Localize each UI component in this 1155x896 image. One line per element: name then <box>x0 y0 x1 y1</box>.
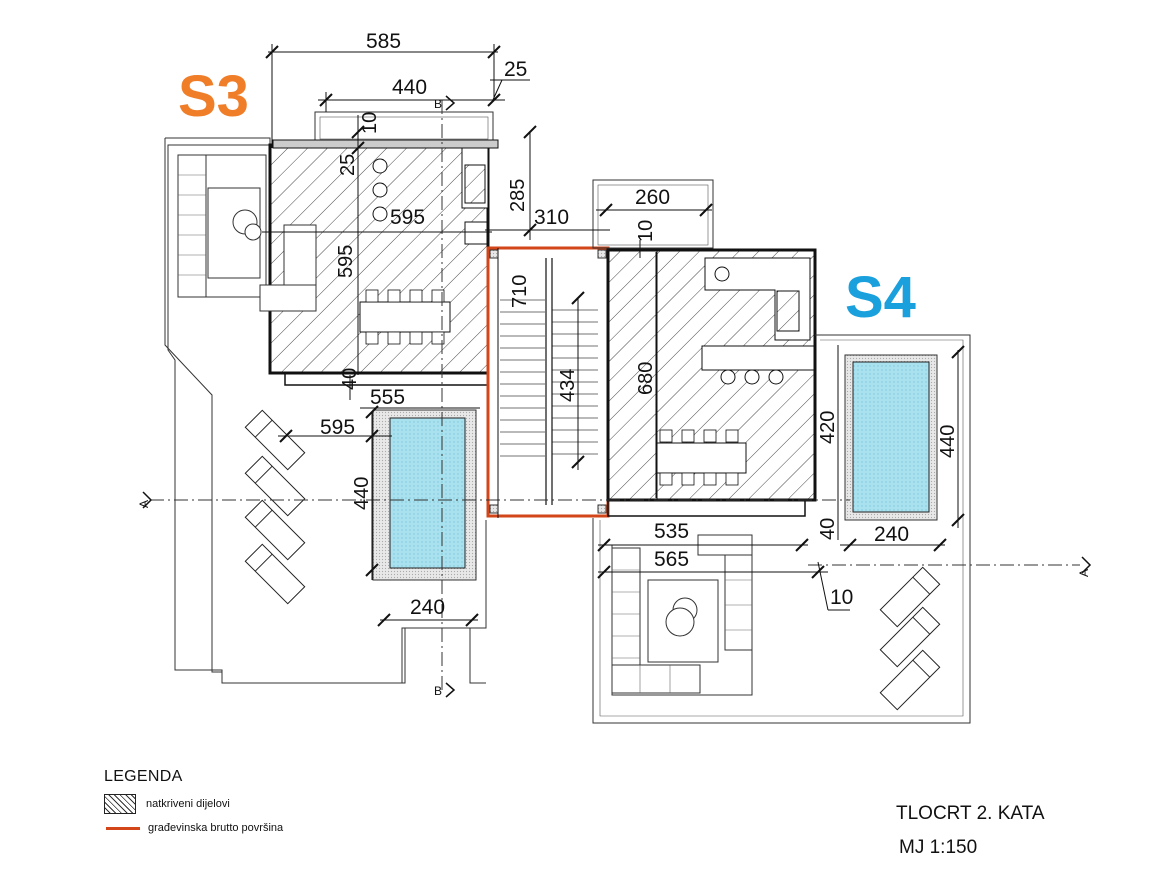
s3-top-balcony <box>314 111 494 141</box>
dim-555: 555 <box>370 386 405 409</box>
hatch-swatch-icon <box>104 794 136 814</box>
dim-440-pool-s4: 440 <box>937 425 959 458</box>
title-block: TLOCRT 2. KATA MJ 1:150 <box>896 803 1045 859</box>
dim-40-right: 40 <box>817 518 839 540</box>
dim-535: 535 <box>654 520 689 543</box>
dim-440-top: 440 <box>392 76 427 99</box>
section-b-bottom-label: B <box>434 684 442 698</box>
dim-10-mid: 10 <box>635 220 657 242</box>
dim-420: 420 <box>817 411 839 444</box>
dim-434: 434 <box>557 369 579 402</box>
unit-label-s4: S4 <box>845 265 916 330</box>
section-a-right-label: A <box>1077 569 1091 577</box>
legend-title: LEGENDA <box>104 768 183 785</box>
s4-top-balcony <box>592 179 714 249</box>
dim-10-top: 10 <box>359 112 381 134</box>
dim-710: 710 <box>509 275 531 308</box>
dim-10-low: 10 <box>830 586 853 609</box>
red-line-swatch-icon <box>106 826 140 830</box>
dim-25-side: 25 <box>337 154 359 176</box>
dim-25-top: 25 <box>504 58 527 81</box>
dim-595-inner: 595 <box>390 206 425 229</box>
section-a-left-label: A <box>137 500 151 508</box>
dim-240-pool-s3: 240 <box>410 596 445 619</box>
legend: LEGENDA natkriveni dijelovi građevinska … <box>104 768 283 834</box>
legend-item-gross-area-label: građevinska brutto površina <box>148 822 284 834</box>
dim-595-low: 595 <box>320 416 355 439</box>
s3-sun-loungers <box>244 409 306 605</box>
dim-240-pool-s4: 240 <box>874 523 909 546</box>
section-b-top-label: B <box>434 97 442 111</box>
dim-585: 585 <box>366 30 401 53</box>
dim-595-vertical: 595 <box>335 245 357 278</box>
dim-40-left: 40 <box>339 368 361 390</box>
s3-pool <box>389 417 466 569</box>
dim-285: 285 <box>507 179 529 212</box>
legend-item-covered-label: natkriveni dijelovi <box>146 798 230 810</box>
drawing-scale: MJ 1:150 <box>899 837 978 858</box>
s3-terrace-outline-bottom <box>222 520 487 684</box>
dim-310: 310 <box>534 206 569 229</box>
unit-label-s3: S3 <box>178 64 249 129</box>
dim-440-pool-s3: 440 <box>351 477 373 510</box>
legend-item-covered: natkriveni dijelovi <box>104 794 283 814</box>
dimension-lines <box>262 44 959 621</box>
legend-item-gross-area: građevinska brutto površina <box>104 822 283 834</box>
dim-680: 680 <box>635 362 657 395</box>
s4-pool <box>852 361 930 513</box>
s4-terrace-outline <box>592 334 971 724</box>
s3-terrace-outline-left <box>164 138 222 673</box>
dim-260: 260 <box>635 186 670 209</box>
s4-sun-loungers <box>879 566 941 711</box>
drawing-title: TLOCRT 2. KATA <box>896 803 1045 824</box>
dim-565: 565 <box>654 548 689 571</box>
